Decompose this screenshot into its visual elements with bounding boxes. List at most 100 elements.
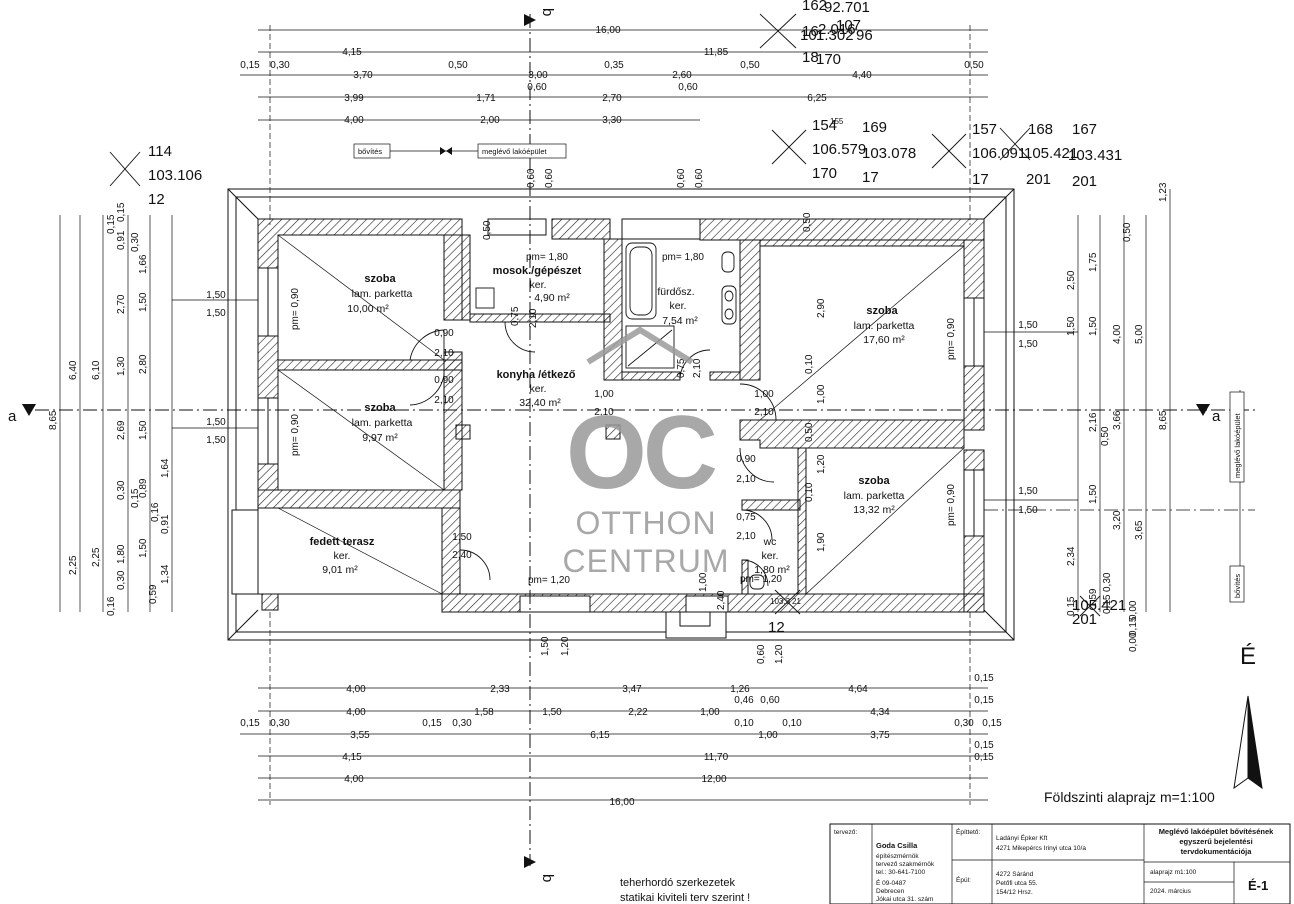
title-block: tervező: Goda Csilla építészmérnök terve…: [829, 823, 1291, 904]
bot-r2-3: 1,50: [542, 707, 562, 718]
survey-top-8: 96: [856, 27, 873, 44]
room-1-name: szoba: [364, 273, 396, 285]
vdim-1: 0,60: [526, 168, 537, 188]
watermark-logo: OC: [566, 395, 716, 511]
pm-rot-4: pm= 0,90: [946, 484, 957, 526]
tb-sheet-code: É-1: [1248, 878, 1268, 893]
tag-right-bovites: bővítés: [1233, 574, 1242, 598]
right-c4-2: 1,50: [1088, 316, 1099, 336]
dim-top-r3b-1: 0,60: [527, 82, 547, 93]
left-c4-8: 0,30: [116, 480, 127, 500]
bot-r6-1: 4,00: [344, 774, 364, 785]
dim-top-r3-1: 0,15: [240, 60, 260, 71]
room-diagonals: [277, 234, 965, 595]
right-c5-4: 0,50: [1100, 426, 1111, 446]
right-c3-1: 4,00: [1112, 324, 1123, 344]
side-dimension-lines: [59, 189, 1255, 612]
tb-site-3: 154/12 Hrsz.: [996, 889, 1033, 896]
right-win-3: 1,50: [1018, 486, 1038, 497]
bot-r1-2: 2,33: [490, 684, 510, 695]
left-c4-2: 0,15: [106, 214, 117, 234]
survey-numbers: 162 92.701 16 2.016 107 10 1.302 96 18 1…: [148, 0, 1126, 636]
tb-designer-role: építészmérnök: [876, 853, 919, 860]
survey-markers: [109, 13, 1101, 617]
survey-top-4: 2.016: [818, 21, 856, 38]
left-c3-1: 6,10: [91, 360, 102, 380]
dim-top-r3-6: 0,35: [604, 60, 624, 71]
survey-left-3: 12: [148, 191, 165, 208]
room-6-name: szoba: [866, 305, 898, 317]
dim-top-r3-8: 0,50: [740, 60, 760, 71]
survey-mid-a-2: 155: [830, 117, 844, 126]
vdim-6: 0,50: [802, 212, 813, 232]
dim-top-r3-3: 3,70: [353, 70, 373, 81]
room-6-floor: lam. parketta: [854, 320, 915, 332]
survey-top-3: 16: [802, 23, 819, 40]
tb-project-1: Meglévő lakóépület bővítésének: [1159, 827, 1274, 836]
door-dim-8: 2,10: [754, 407, 774, 418]
left-c4-12: 0,16: [106, 596, 117, 616]
door-dim-13: 1,50: [452, 532, 472, 543]
room-8-floor: ker.: [334, 550, 351, 562]
door-dim-7: 1,00: [754, 389, 774, 400]
tb-project-2: egyszerű bejelentési: [1179, 837, 1252, 846]
room-2-area: 9,97 m²: [362, 432, 398, 444]
left-c5-8: 0,91: [160, 514, 171, 534]
bot-r3-8: 0,15: [982, 718, 1002, 729]
left-c4-11: 0,30: [116, 570, 127, 590]
terrace-edge: [257, 508, 442, 595]
survey-top-7: 1.302: [816, 27, 854, 44]
right-c4-1: 2,50: [1066, 270, 1077, 290]
left-win-4: 1,50: [206, 435, 226, 446]
bottom-dimension-lines: [240, 612, 988, 805]
survey-left-2: 103.106: [148, 167, 202, 184]
bot-r4-1: 3,55: [350, 730, 370, 741]
door-dim-11: 0,75: [736, 512, 756, 523]
vdim-2: 0,60: [544, 168, 555, 188]
left-c5-10: 1,34: [160, 564, 171, 584]
room-4-area: 7,54 m²: [662, 315, 698, 327]
survey-top-6: 10: [800, 27, 817, 44]
room-6-area: 17,60 m²: [863, 334, 905, 346]
room-9-area: 1,80 m²: [754, 564, 790, 576]
sill-1: pm= 1,80: [526, 252, 568, 263]
watermark-line1: OTTHON: [575, 505, 716, 541]
section-b-top-label: b: [539, 8, 556, 16]
room-2-name: szoba: [364, 402, 396, 414]
left-c5-11: 0,59: [148, 584, 159, 604]
bot-r1-4: 1,26: [730, 684, 750, 695]
bot-r1-3: 3,47: [622, 684, 642, 695]
vdim-3: 0,60: [676, 168, 687, 188]
survey-mid-a-7: 17: [862, 169, 879, 186]
bot-r2-5: 1,00: [700, 707, 720, 718]
dim-top-r4-4: 6,25: [807, 93, 827, 104]
tb-client-label: Építtető:: [956, 827, 980, 836]
sill-4: pm= 1,20: [740, 574, 782, 585]
dim-top-r3-9: 4,40: [852, 70, 872, 81]
left-c4-10: 1,80: [116, 544, 127, 564]
door-dim-14: 2,40: [452, 550, 472, 561]
right-dimension-values: 8,65 1,23 5,00 3,65 4,00 3,66 3,20 2,50 …: [1018, 182, 1169, 652]
north-arrow: É: [1233, 643, 1263, 790]
bot-r4-3: 1,00: [758, 730, 778, 741]
survey-top-9: 18: [802, 49, 819, 66]
right-win-4: 1,50: [1018, 505, 1038, 516]
left-c4-6: 1,30: [116, 356, 127, 376]
watermark-line2: CENTRUM: [563, 543, 730, 579]
right-win-1: 1,50: [1018, 320, 1038, 331]
survey-top-1: 162: [802, 0, 827, 14]
door-dim-10: 2,10: [736, 474, 756, 485]
vdim-7: 0,75: [510, 306, 521, 326]
tb-designer-city: Debrecen: [876, 888, 905, 895]
vdim-12: 1,00: [816, 384, 827, 404]
vdim-16: 1,90: [816, 532, 827, 552]
bot-r3-5: 0,10: [734, 718, 754, 729]
survey-bottom-2: 21: [792, 597, 801, 606]
right-c4-3: 2,16: [1088, 412, 1099, 432]
room-5-area: 32,40 m²: [519, 397, 561, 409]
right-c4-4: 1,50: [1088, 484, 1099, 504]
tb-sheet-name: alaprajz m1:100: [1150, 869, 1197, 876]
left-c4-4: 0,30: [130, 232, 141, 252]
interior-dimension-values: 0,90 2,10 0,90 2,10 1,00 2,10 1,00 2,10 …: [290, 168, 957, 664]
dim-top-r3-7: 2,60: [672, 70, 692, 81]
